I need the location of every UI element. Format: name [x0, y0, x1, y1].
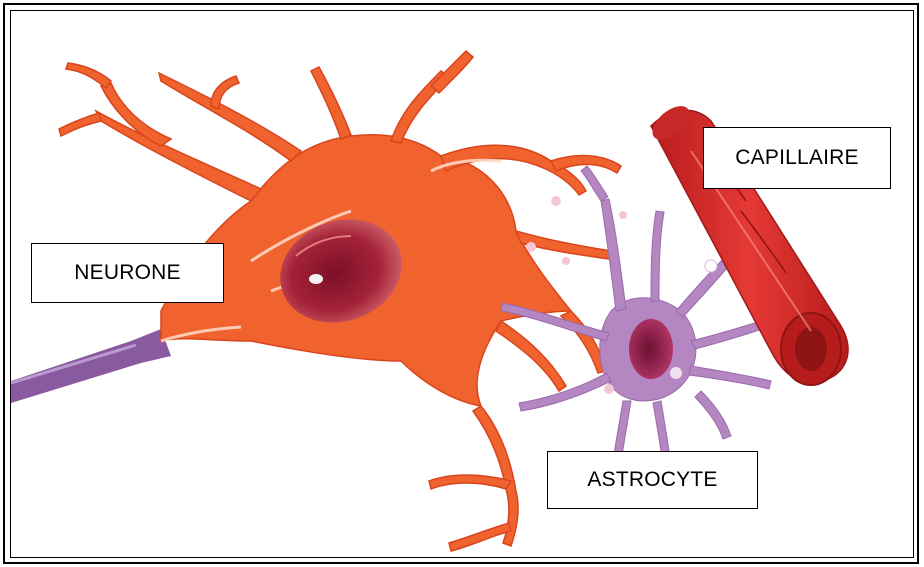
diagram-frame: NEURONE CAPILLAIRE ASTROCYTE	[10, 10, 914, 558]
axon	[11, 329, 171, 403]
astrocyte-label: ASTROCYTE	[547, 451, 758, 509]
capillaire-label: CAPILLAIRE	[703, 127, 891, 189]
neurone-label: NEURONE	[31, 243, 224, 303]
